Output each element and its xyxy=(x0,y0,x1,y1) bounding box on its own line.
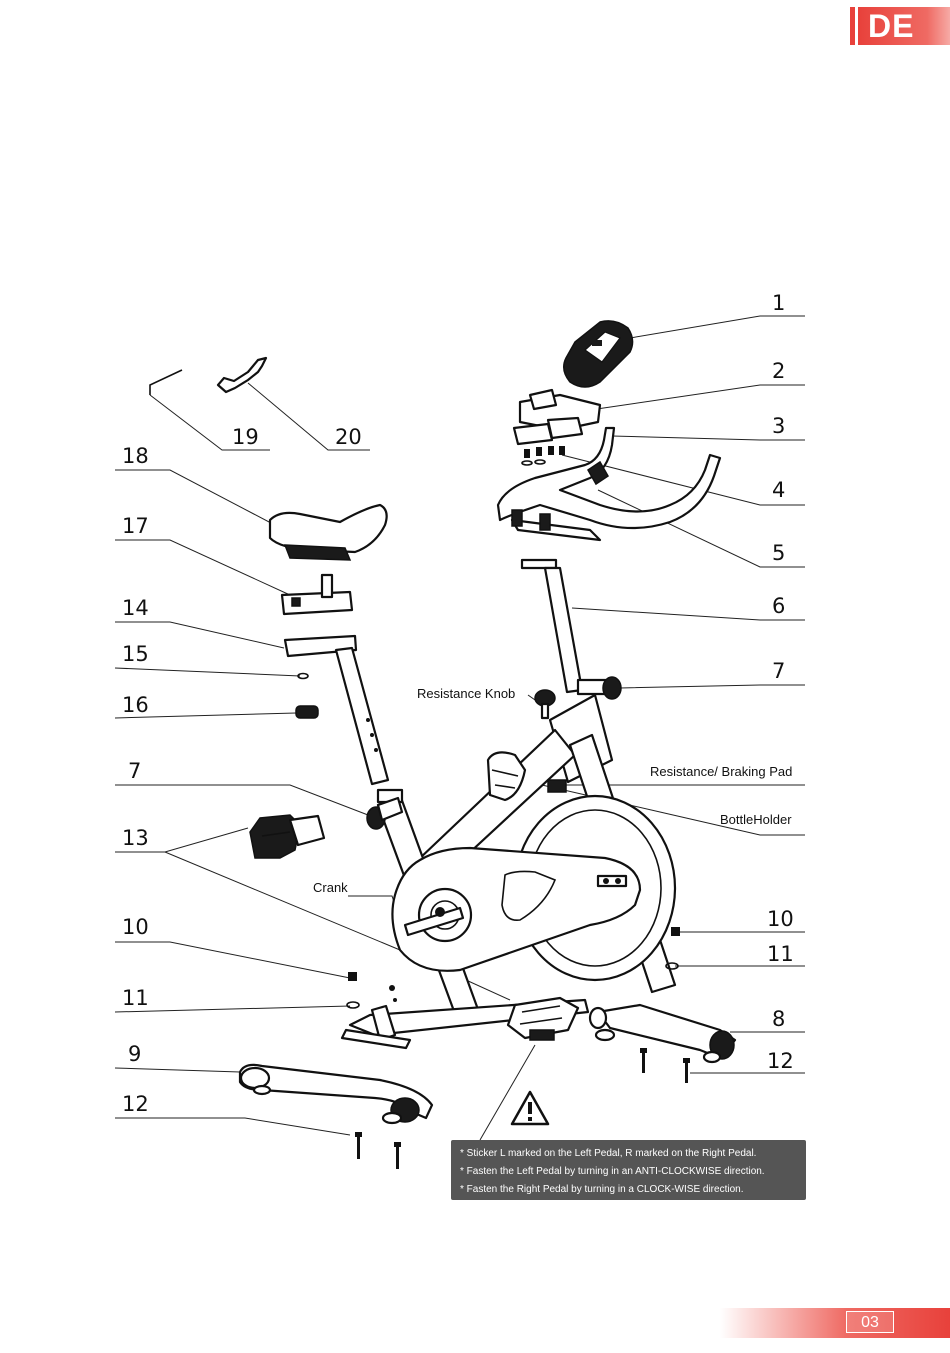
crank-label: Crank xyxy=(313,880,348,895)
callout-11-left: 11 xyxy=(122,986,149,1010)
resistance-pad-label: Resistance/ Braking Pad xyxy=(650,764,792,779)
crank-assembly xyxy=(403,887,473,943)
handlebar-bolts xyxy=(521,446,565,466)
front-stabilizer xyxy=(238,1063,434,1125)
rear-stabilizer xyxy=(588,1003,737,1064)
callout-6: 6 xyxy=(772,594,785,618)
right-pedal xyxy=(506,996,580,1041)
handlebar-post xyxy=(520,558,584,694)
handlebar-knob xyxy=(587,460,609,486)
resistance-knob-label: Resistance Knob xyxy=(417,686,515,701)
rear-stabilizer-bolts xyxy=(640,1048,690,1083)
callout-4: 4 xyxy=(772,478,785,502)
callout-2: 2 xyxy=(772,359,785,383)
callout-numbers: 1 2 3 4 5 6 7 10 11 8 12 19 20 18 17 14 … xyxy=(122,291,794,1116)
language-tab: DE xyxy=(850,6,950,46)
callout-10-left: 10 xyxy=(122,915,149,939)
front-stabilizer-bolts xyxy=(355,1132,401,1169)
callout-20: 20 xyxy=(335,425,362,449)
console-monitor xyxy=(563,320,634,388)
callout-10-right: 10 xyxy=(767,907,794,931)
callout-3: 3 xyxy=(772,414,785,438)
callout-7-right: 7 xyxy=(772,659,785,683)
warning-line-2: * Fasten the Left Pedal by turning in an… xyxy=(460,1166,765,1177)
callout-16: 16 xyxy=(122,693,149,717)
left-pedal xyxy=(249,814,326,859)
seat-slider xyxy=(280,573,354,616)
callout-13: 13 xyxy=(122,826,149,850)
seat-knob xyxy=(295,705,319,719)
callout-7-left: 7 xyxy=(128,759,141,783)
callout-8: 8 xyxy=(772,1007,785,1031)
allen-key-tool xyxy=(149,369,183,395)
callout-11-right: 11 xyxy=(767,942,794,966)
callout-5: 5 xyxy=(772,541,785,565)
footer-bar xyxy=(720,1308,950,1338)
language-tab-stripe xyxy=(850,7,855,45)
seat-adjust-knob xyxy=(366,788,404,830)
bottle-holder-label: BottleHolder xyxy=(720,812,792,827)
resistance-knob xyxy=(534,689,556,720)
callout-14: 14 xyxy=(122,596,149,620)
left-leader-lines xyxy=(114,382,536,1141)
callout-15: 15 xyxy=(122,642,149,666)
front-adjust-knob xyxy=(576,676,622,700)
warning-line-1: * Sticker L marked on the Left Pedal, R … xyxy=(460,1148,756,1159)
callout-12-left: 12 xyxy=(122,1092,149,1116)
warning-triangle-icon xyxy=(510,1090,550,1126)
seat-washer xyxy=(297,672,309,680)
page-number: 03 xyxy=(846,1311,894,1333)
handlebar xyxy=(496,426,722,542)
callout-17: 17 xyxy=(122,514,149,538)
callout-9: 9 xyxy=(128,1042,141,1066)
callout-1: 1 xyxy=(772,291,785,315)
part-labels: Resistance Knob Resistance/ Braking Pad … xyxy=(313,686,792,895)
callout-12-right: 12 xyxy=(767,1049,794,1073)
bottle-holder xyxy=(486,751,527,802)
callout-18: 18 xyxy=(122,444,149,468)
warning-box: * Sticker L marked on the Left Pedal, R … xyxy=(451,1140,806,1200)
warning-line-3: * Fasten the Right Pedal by turning in a… xyxy=(460,1184,743,1195)
saddle xyxy=(268,503,388,561)
wrench-tool xyxy=(216,356,268,394)
braking-pad xyxy=(547,779,567,793)
right-nut-washer xyxy=(665,927,680,970)
callout-19: 19 xyxy=(232,425,259,449)
language-code: DE xyxy=(858,7,950,45)
left-nut-washer xyxy=(346,972,360,1009)
seat-post xyxy=(283,634,390,786)
console-bracket xyxy=(512,388,602,446)
